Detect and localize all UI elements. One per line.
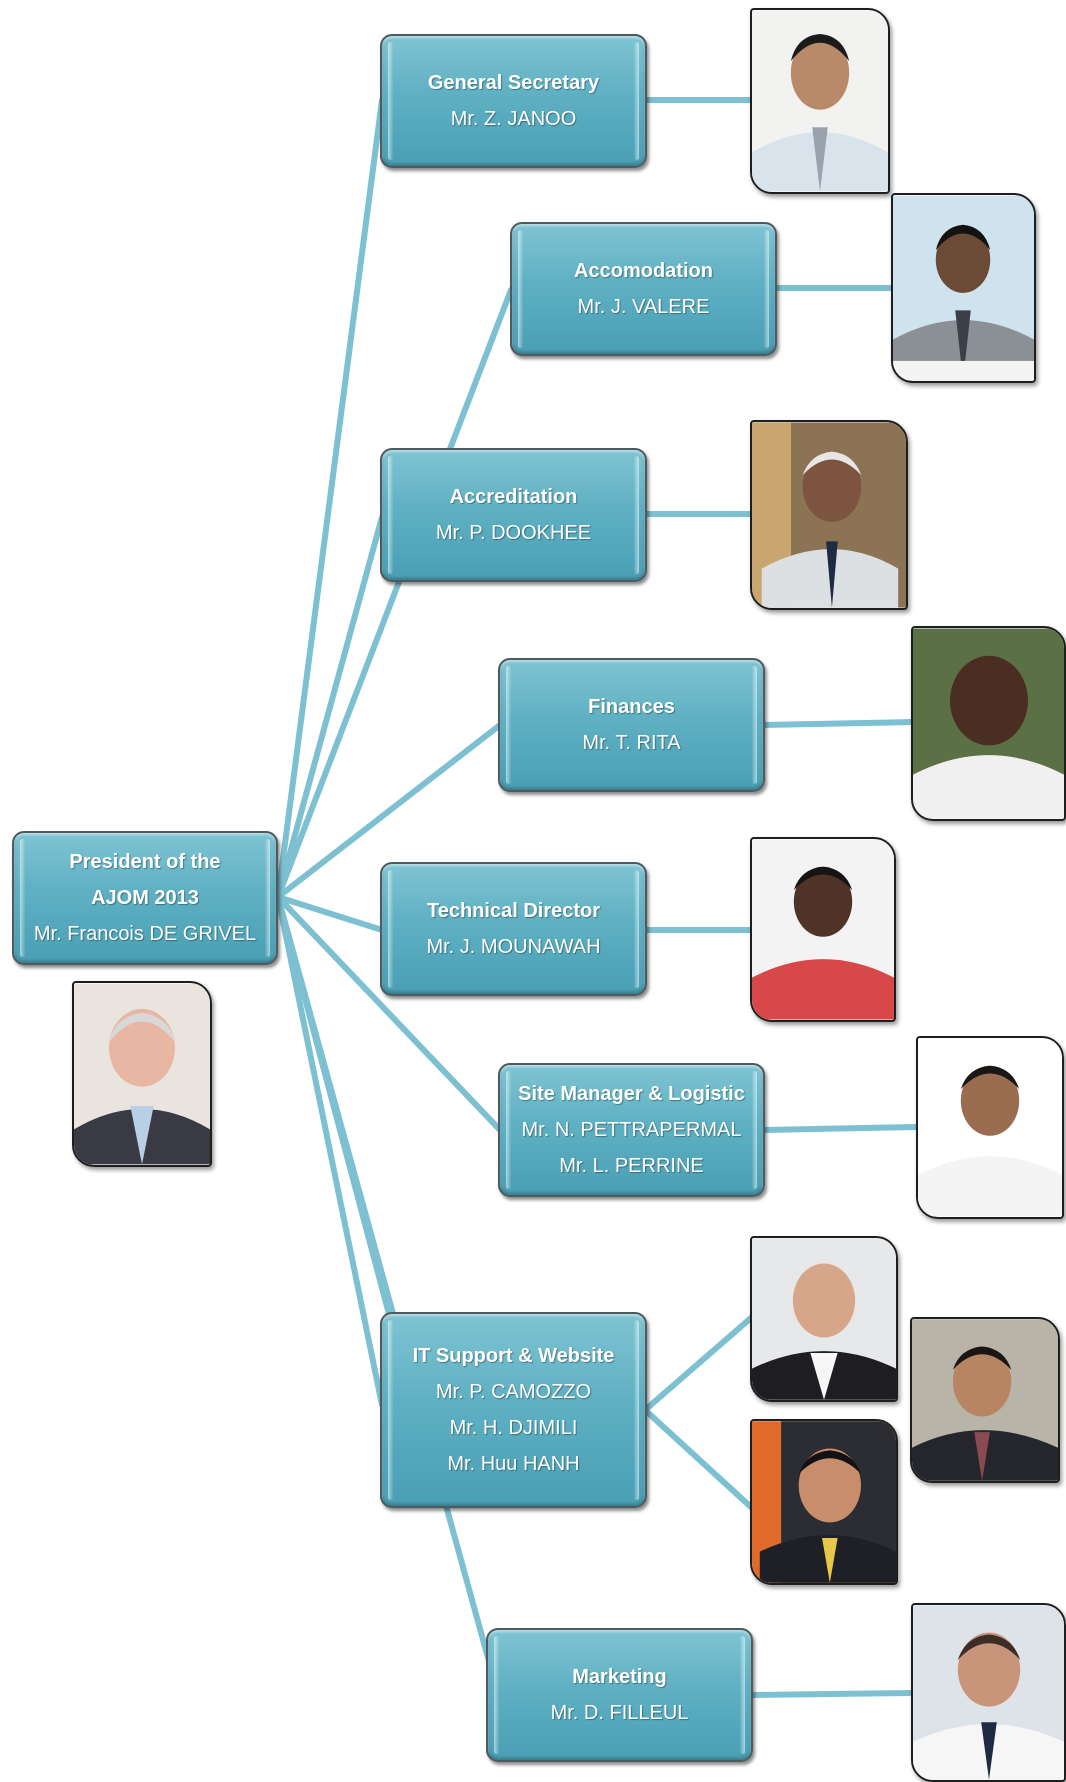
photo-site-manager bbox=[916, 1036, 1064, 1219]
role-title: Site Manager & Logistic bbox=[518, 1083, 745, 1105]
connector-photo-finances bbox=[760, 719, 915, 728]
connector-marketing bbox=[275, 894, 493, 1668]
president-title-line2: AJOM 2013 bbox=[91, 887, 199, 909]
photo-accreditation bbox=[750, 420, 908, 610]
president-title-line1: President of the bbox=[69, 851, 221, 873]
connector-photo-site-manager bbox=[760, 1124, 920, 1133]
role-box-site-manager: Site Manager & Logistic Mr. N. PETTRAPER… bbox=[498, 1063, 765, 1197]
person-portrait-icon bbox=[893, 195, 1034, 381]
connector-accomodation bbox=[275, 287, 514, 900]
connector-accreditation bbox=[275, 514, 385, 900]
role-title: Marketing bbox=[572, 1666, 667, 1688]
photo-it-support-2 bbox=[910, 1317, 1060, 1483]
role-box-finances: Finances Mr. T. RITA bbox=[498, 658, 765, 792]
person-portrait-icon bbox=[752, 1421, 896, 1583]
role-person: Mr. J. MOUNAWAH bbox=[426, 936, 601, 958]
president-box: President of the AJOM 2013 Mr. Francois … bbox=[12, 831, 278, 965]
person-portrait-icon bbox=[752, 10, 888, 192]
role-title: IT Support & Website bbox=[412, 1345, 615, 1367]
role-person: Mr. D. FILLEUL bbox=[550, 1702, 689, 1724]
role-person: Mr. Z. JANOO bbox=[450, 108, 577, 130]
role-person: Mr. P. CAMOZZO bbox=[435, 1381, 592, 1403]
role-box-accomodation: Accomodation Mr. J. VALERE bbox=[510, 222, 777, 356]
role-title: Accomodation bbox=[574, 260, 713, 282]
role-person: Mr. J. VALERE bbox=[577, 296, 710, 318]
photo-accomodation bbox=[891, 193, 1036, 383]
connector-photo-it-support-1 bbox=[642, 1314, 755, 1413]
person-portrait-icon bbox=[913, 628, 1064, 819]
role-box-marketing: Marketing Mr. D. FILLEUL bbox=[486, 1628, 753, 1762]
role-title: General Secretary bbox=[427, 72, 600, 94]
connector-site-manager bbox=[275, 894, 503, 1133]
connector-general-secretary bbox=[275, 97, 385, 900]
connector-finances bbox=[275, 722, 503, 900]
role-person: Mr. T. RITA bbox=[582, 732, 681, 754]
connector-photo-it-support-2 bbox=[642, 1407, 755, 1511]
role-box-accreditation: Accreditation Mr. P. DOOKHEE bbox=[380, 448, 647, 582]
connector-it-support bbox=[275, 894, 385, 1408]
person-portrait-icon bbox=[913, 1605, 1064, 1780]
role-person: Mr. P. DOOKHEE bbox=[435, 522, 592, 544]
photo-president bbox=[72, 981, 212, 1167]
photo-it-support-3 bbox=[750, 1419, 898, 1585]
connector-technical-director bbox=[275, 894, 385, 933]
president-name: Mr. Francois DE GRIVEL bbox=[33, 923, 257, 945]
role-title: Finances bbox=[588, 696, 675, 718]
role-title: Technical Director bbox=[426, 900, 601, 922]
role-person: Mr. N. PETTRAPERMAL bbox=[521, 1119, 742, 1141]
role-person: Mr. H. DJIMILI bbox=[449, 1417, 578, 1439]
person-portrait-icon bbox=[74, 983, 210, 1165]
role-box-it-support: IT Support & Website Mr. P. CAMOZZO Mr. … bbox=[380, 1312, 647, 1508]
person-portrait-icon bbox=[912, 1319, 1058, 1481]
role-box-general-secretary: General Secretary Mr. Z. JANOO bbox=[380, 34, 647, 168]
photo-it-support-1 bbox=[750, 1236, 898, 1402]
photo-technical-director bbox=[750, 837, 896, 1022]
role-person: Mr. Huu HANH bbox=[447, 1453, 580, 1475]
person-portrait-icon bbox=[752, 422, 906, 608]
photo-marketing bbox=[911, 1603, 1066, 1782]
person-portrait-icon bbox=[752, 1238, 896, 1400]
role-box-technical-director: Technical Director Mr. J. MOUNAWAH bbox=[380, 862, 647, 996]
person-portrait-icon bbox=[918, 1038, 1062, 1217]
connector-photo-marketing bbox=[750, 1690, 915, 1698]
role-title: Accreditation bbox=[449, 486, 578, 508]
photo-general-secretary bbox=[750, 8, 890, 194]
photo-finances bbox=[911, 626, 1066, 821]
person-portrait-icon bbox=[752, 839, 894, 1020]
role-person: Mr. L. PERRINE bbox=[559, 1155, 704, 1177]
